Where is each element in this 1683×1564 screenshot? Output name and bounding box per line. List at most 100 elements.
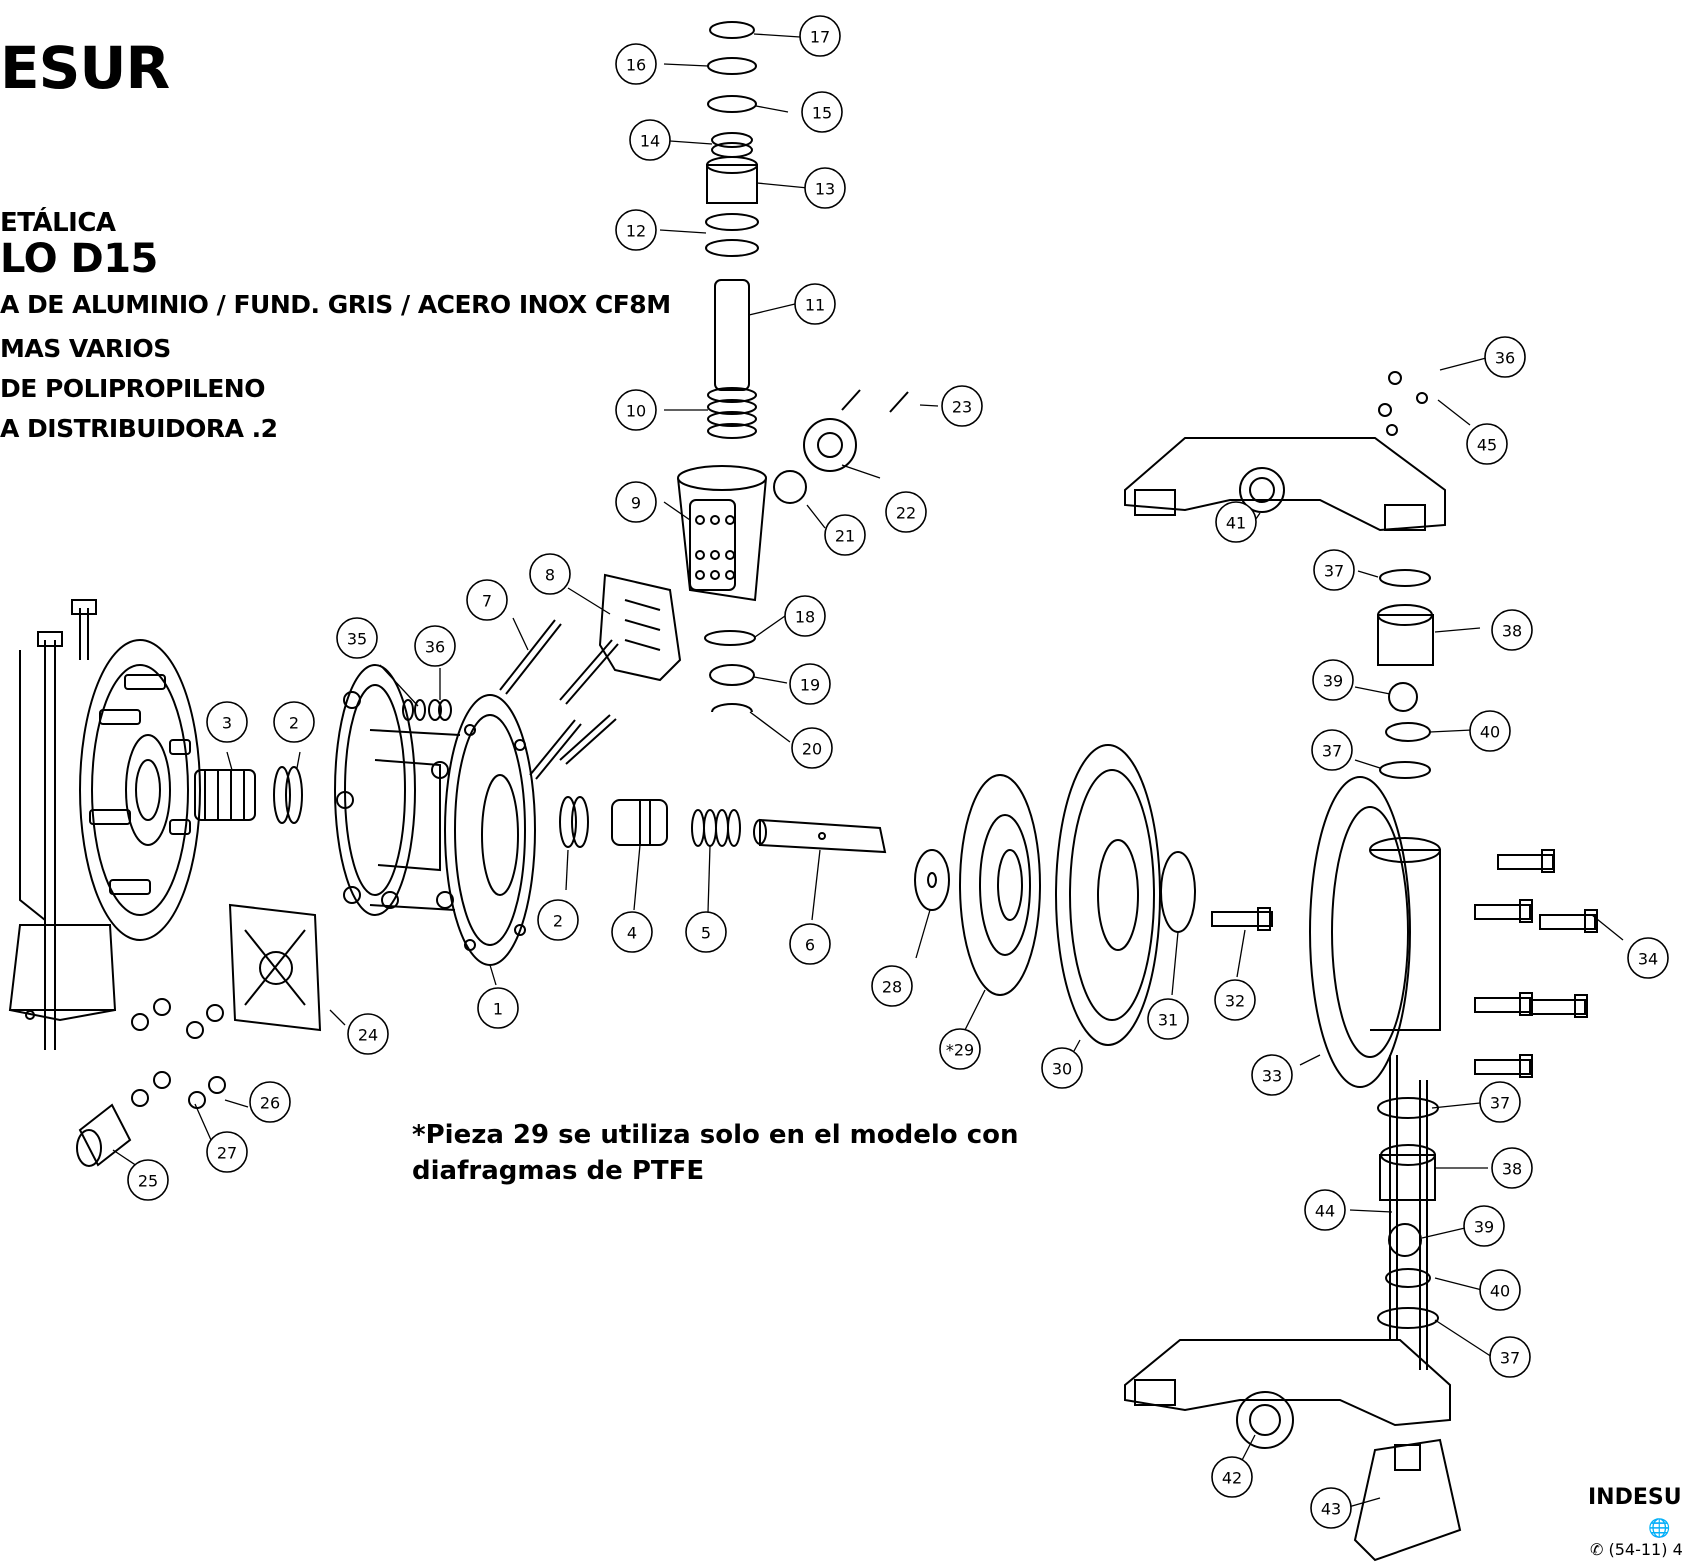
callout-39: 39	[1312, 659, 1354, 701]
callout-label: 2	[289, 714, 299, 733]
callout-label: 7	[482, 592, 492, 611]
callout-circle	[615, 481, 657, 523]
callout-label: 12	[626, 222, 646, 241]
callout-label: *29	[946, 1041, 974, 1060]
callout-5: 5	[685, 911, 727, 953]
callout-circle	[249, 1081, 291, 1123]
callout-label: 14	[640, 132, 660, 151]
callout-2: 2	[537, 899, 579, 941]
callout-28: 28	[871, 965, 913, 1007]
callout-37: 37	[1311, 729, 1353, 771]
callout-label: 5	[701, 924, 711, 943]
spec-line-diaphragms: MAS VARIOS	[0, 334, 171, 363]
part-32-bolt	[1211, 907, 1273, 931]
callout-25: 25	[127, 1159, 169, 1201]
callout-circle	[1466, 423, 1508, 465]
callout-label: 44	[1315, 1202, 1335, 1221]
callout-label: 9	[631, 494, 641, 513]
callout-32: 32	[1214, 979, 1256, 1021]
callout-label: 21	[835, 527, 855, 546]
callout-label: 42	[1222, 1469, 1242, 1488]
callout-label: 26	[260, 1094, 280, 1113]
callout-circle	[794, 283, 836, 325]
callout-36: 36	[1484, 336, 1526, 378]
spec-line-valve: A DISTRIBUIDORA .2	[0, 414, 278, 443]
part-9-valve-body	[677, 465, 767, 602]
part-21-23-valve-parts	[704, 389, 909, 713]
callout-label: 28	[882, 978, 902, 997]
callout-circle	[347, 1013, 389, 1055]
callout-label: 43	[1321, 1500, 1341, 1519]
callout-circle	[477, 987, 519, 1029]
callout-circle	[629, 119, 671, 161]
callout-circle	[799, 15, 841, 57]
callout-1: 1	[477, 987, 519, 1029]
callout-circle	[1479, 1269, 1521, 1311]
callout-10: 10	[615, 389, 657, 431]
note-line-2: diafragmas de PTFE	[412, 1156, 705, 1186]
callout-circle	[1041, 1047, 1083, 1089]
callout-circle	[1627, 937, 1669, 979]
callout-circle	[789, 663, 831, 705]
callout-30: 30	[1041, 1047, 1083, 1089]
globe-icon: 🌐	[1648, 1518, 1671, 1539]
callout-circle	[1312, 659, 1354, 701]
callout-label: 13	[815, 180, 835, 199]
callout-label: 45	[1477, 436, 1497, 455]
callout-42: 42	[1211, 1456, 1253, 1498]
callout-circle	[615, 209, 657, 251]
part-8-gasket	[598, 573, 682, 682]
callout-33: 33	[1251, 1054, 1293, 1096]
callout-label: 38	[1502, 622, 1522, 641]
callout-label: 15	[812, 104, 832, 123]
footer-phone: ✆ (54-11) 4	[1590, 1540, 1683, 1559]
footer-phone-number: (54-11) 4	[1608, 1540, 1683, 1559]
callout-circle	[615, 389, 657, 431]
callout-label: 33	[1262, 1067, 1282, 1086]
callout-star-29: *29	[939, 1028, 981, 1070]
callout-31: 31	[1147, 998, 1189, 1040]
brand-title: ESUR	[0, 34, 170, 102]
callout-label: 20	[802, 740, 822, 759]
callout-label: 34	[1638, 950, 1658, 969]
callout-41: 41	[1215, 501, 1257, 543]
upper-check-valve	[1377, 569, 1434, 779]
callout-11: 11	[794, 283, 836, 325]
callout-7: 7	[466, 579, 508, 621]
callout-circle	[1479, 1081, 1521, 1123]
callout-circle	[1491, 609, 1533, 651]
part-26-27-nuts-washers	[131, 998, 226, 1109]
callout-label: 36	[425, 638, 445, 657]
callout-40: 40	[1469, 710, 1511, 752]
callout-label: 3	[222, 714, 232, 733]
callout-17: 17	[799, 15, 841, 57]
callout-40: 40	[1479, 1269, 1521, 1311]
callout-label: 38	[1502, 1160, 1522, 1179]
callout-circle	[206, 701, 248, 743]
callout-label: 4	[627, 924, 637, 943]
callout-circle	[1311, 729, 1353, 771]
callout-9: 9	[615, 481, 657, 523]
callout-label: 37	[1490, 1094, 1510, 1113]
part-1-center-body	[334, 664, 536, 966]
callout-label: 23	[952, 398, 972, 417]
callout-19: 19	[789, 663, 831, 705]
callout-24: 24	[347, 1013, 389, 1055]
lower-check-valve	[1377, 1055, 1439, 1370]
callout-13: 13	[804, 167, 846, 209]
callout-circle	[1215, 501, 1257, 543]
part-29-diaphragm	[959, 774, 1041, 996]
callout-21: 21	[824, 514, 866, 556]
callout-label: 37	[1322, 742, 1342, 761]
callout-label: 6	[805, 936, 815, 955]
callout-label: 10	[626, 402, 646, 421]
callout-circle	[685, 911, 727, 953]
part-5-orings	[691, 809, 741, 847]
callout-label: 32	[1225, 992, 1245, 1011]
callout-circle	[127, 1159, 169, 1201]
spec-line-material: DE POLIPROPILENO	[0, 374, 265, 403]
callout-12: 12	[615, 209, 657, 251]
callout-label: 41	[1226, 514, 1246, 533]
